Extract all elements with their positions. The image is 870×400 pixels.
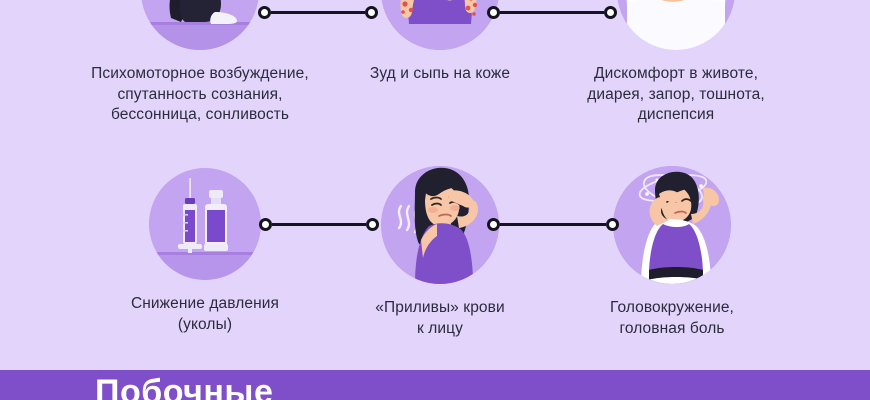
connector-knob	[366, 217, 379, 231]
caption-dizziness: Головокружение, головная боль	[610, 299, 734, 337]
woman-dizzy-icon	[613, 166, 731, 284]
connector-bottom-right	[487, 217, 619, 231]
node-low-pressure: Снижение давления (уколы)	[85, 168, 325, 335]
syringe-and-vial-icon	[149, 168, 261, 280]
connector-bar	[272, 222, 366, 226]
bottom-band: Побочные	[0, 370, 870, 400]
connector-knob	[365, 5, 378, 19]
node-skin-rash: Зуд и сыпь на коже	[320, 0, 560, 85]
node-abdominal: Дискомфорт в животе, диарея, запор, тошн…	[556, 0, 796, 126]
abdominal-pain-icon	[617, 0, 735, 50]
connector-knob	[258, 5, 271, 19]
connector-top-left	[258, 5, 378, 19]
node-dizziness: Головокружение, головная боль	[552, 166, 792, 339]
caption-low-pressure: Снижение давления (уколы)	[130, 295, 280, 333]
caption-abdominal: Дискомфорт в животе, диарея, запор, тошн…	[587, 65, 765, 124]
bubble-abdominal	[617, 0, 735, 50]
bubble-dizziness	[613, 166, 731, 284]
connector-knob	[487, 217, 500, 231]
connector-bar	[500, 10, 604, 14]
connector-bar	[500, 222, 606, 226]
person-sitting-distressed-icon	[141, 0, 259, 50]
bubble-psychomotor	[141, 0, 259, 50]
caption-skin-rash: Зуд и сыпь на коже	[369, 65, 511, 82]
connector-knob	[487, 5, 500, 19]
woman-scratching-rash-icon	[381, 0, 499, 50]
node-psychomotor: Психомоторное возбуждение, спутанность с…	[80, 0, 320, 126]
connector-bar	[271, 10, 365, 14]
bubble-hot-flashes	[381, 166, 499, 284]
woman-hot-flashes-icon	[381, 166, 499, 284]
caption-hot-flashes: «Приливы» крови к лицу	[375, 299, 505, 337]
connector-top-right	[487, 5, 617, 19]
connector-knob	[259, 217, 272, 231]
connector-bottom-left	[259, 217, 379, 231]
node-hot-flashes: «Приливы» крови к лицу	[320, 166, 560, 339]
caption-psychomotor: Психомоторное возбуждение, спутанность с…	[91, 65, 309, 124]
connector-knob	[606, 217, 619, 231]
connector-knob	[604, 5, 617, 19]
bubble-skin-rash	[381, 0, 499, 50]
bubble-low-pressure	[149, 168, 261, 280]
bottom-band-title: Побочные	[95, 373, 274, 400]
